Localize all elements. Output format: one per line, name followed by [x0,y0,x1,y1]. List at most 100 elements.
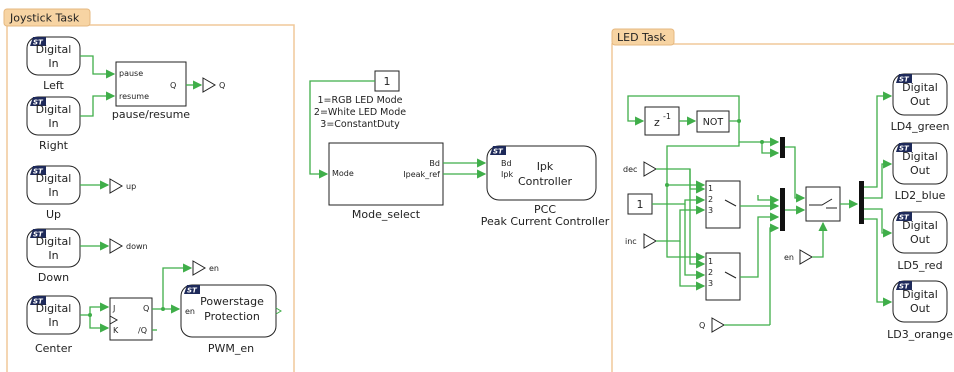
digital-out-ld4[interactable]: ST Digital Out [892,73,948,116]
unit-delay-block[interactable]: z -1 [644,106,680,136]
inport-inc[interactable] [643,233,657,249]
outport-down-label: down [126,242,148,251]
label-down: Down [38,271,69,284]
output-port-icon [275,307,282,315]
multiport-switch-2[interactable]: 1 2 3 [705,252,741,301]
inport-dec[interactable] [643,161,657,177]
st-badge-icon [30,97,46,106]
mode-wires [309,80,487,179]
svg-text:pause: pause [119,69,143,78]
svg-text:ST: ST [33,298,44,306]
outport-en[interactable] [192,260,206,276]
svg-text:Mode: Mode [332,169,354,178]
multiport-switch-1[interactable]: 1 2 3 [705,180,741,229]
svg-text:In: In [48,186,58,199]
svg-text:2: 2 [708,195,713,204]
inport-inc-label: inc [625,237,637,246]
svg-text:Digital: Digital [36,172,72,185]
digital-out-ld5[interactable]: ST Digital Out [892,211,948,254]
constant-mode-block[interactable]: 1 [374,70,400,92]
powerstage-caption: PWM_en [208,342,254,355]
svg-text:ST: ST [899,145,910,153]
svg-text:Digital: Digital [902,81,938,94]
st-badge-icon [490,146,506,155]
svg-text:In: In [48,117,58,130]
svg-text:ST: ST [899,76,910,84]
outport-up[interactable] [109,178,123,194]
label-center: Center [35,342,73,355]
switch-icon [724,271,737,279]
joystick-task-frame: Joystick Task [3,8,295,372]
svg-text:3: 3 [708,279,713,288]
constant-one-block[interactable]: 1 [627,193,653,215]
bus-switch-block[interactable] [805,186,841,222]
svg-text:Digital: Digital [36,235,72,248]
inport-q[interactable] [711,317,725,333]
led-wires [627,91,893,326]
pause-resume-block[interactable]: pause resume Q [115,61,187,107]
svg-text:Out: Out [910,233,931,246]
svg-text:Protection: Protection [204,310,260,323]
label-right: Right [39,139,69,152]
label-up: Up [46,208,61,221]
svg-text:ST: ST [493,148,504,156]
st-badge-icon [184,285,200,294]
svg-text:/Q: /Q [138,326,147,335]
inport-dec-label: dec [623,165,637,174]
digital-in-center[interactable]: ST Digital In [26,295,81,335]
svg-text:en: en [185,307,195,316]
svg-text:In: In [48,316,58,329]
label-ld3: LD3_orange [887,328,953,341]
svg-text:Digital: Digital [902,219,938,232]
svg-text:-1: -1 [663,112,671,121]
digital-out-ld3[interactable]: ST Digital Out [892,280,948,323]
jk-flipflop-block[interactable]: J K Q /Q [109,297,153,341]
svg-text:Digital: Digital [36,43,72,56]
st-badge-icon [896,281,912,290]
led-task-frame: LED Task [611,28,954,372]
mode-select-block[interactable]: Mode Bd Ipeak_ref [328,142,444,206]
outport-q[interactable] [202,77,216,93]
outport-q-label: Q [219,81,225,90]
svg-text:ST: ST [187,287,198,295]
pcc-block[interactable]: ST Ipk Controller Bd Ipk [486,145,597,201]
digital-in-up[interactable]: ST Digital In [26,165,81,205]
st-badge-icon [30,296,46,305]
svg-text:Bd: Bd [429,159,440,168]
digital-in-right[interactable]: ST Digital In [26,96,81,136]
outport-down[interactable] [109,238,123,254]
svg-text:Q: Q [143,304,149,313]
outport-en-label: en [209,264,219,273]
svg-text:ST: ST [899,214,910,222]
svg-text:ST: ST [33,168,44,176]
digital-in-left[interactable]: ST Digital In [26,36,81,76]
svg-text:K: K [113,326,119,335]
digital-out-ld2[interactable]: ST Digital Out [892,142,948,185]
svg-text:2: 2 [708,268,713,277]
label-ld4: LD4_green [891,120,950,133]
svg-text:J: J [112,304,115,313]
mode-note-1: 1=RGB LED Mode [317,95,402,106]
svg-text:NOT: NOT [703,117,724,128]
inport-en[interactable] [799,249,813,265]
st-badge-icon [30,229,46,238]
switch-icon [724,199,737,207]
not-block[interactable]: NOT [696,110,730,133]
st-badge-icon [896,74,912,83]
mode-note-2: 2=White LED Mode [314,107,406,118]
svg-text:Digital: Digital [902,150,938,163]
pcc-caption-1: PCC [534,203,556,216]
svg-text:Out: Out [910,95,931,108]
mode-select-caption: Mode_select [352,208,421,221]
svg-text:ST: ST [33,231,44,239]
svg-text:ST: ST [33,99,44,107]
svg-text:Bd: Bd [501,159,512,168]
digital-in-down[interactable]: ST Digital In [26,228,81,268]
mux-bar-2[interactable] [780,188,785,231]
mux-bar-1[interactable] [780,137,785,158]
demux-bar[interactable] [859,181,864,224]
svg-text:Digital: Digital [36,103,72,116]
svg-text:1: 1 [708,184,713,193]
powerstage-protection-block[interactable]: ST Powerstage Protection en [180,284,282,338]
svg-text:In: In [48,57,58,70]
